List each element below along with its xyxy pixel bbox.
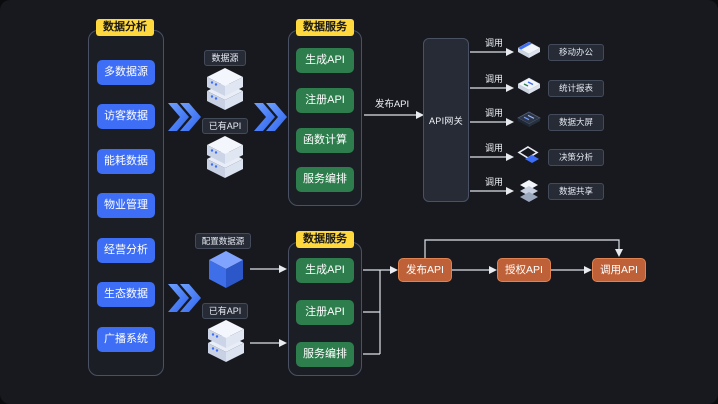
invoke-label: 调用: [484, 108, 503, 118]
target-chip: 数据大屏: [548, 114, 604, 131]
mobile-office-icon: [517, 41, 541, 58]
invoke-label: 调用: [484, 143, 503, 153]
datasource-chip: 数据源: [204, 50, 246, 66]
analysis-item-node: 生态数据: [97, 282, 155, 307]
server-icon: [208, 320, 244, 362]
api-gateway-node: API网关: [423, 38, 469, 202]
connector-lines: [250, 51, 620, 355]
existing-api-chip: 已有API: [202, 303, 248, 319]
decision-icon: [517, 146, 539, 163]
server-icon: [207, 136, 243, 178]
invoke-label: 调用: [484, 38, 503, 48]
cube-icon: [209, 251, 243, 288]
target-chip: 统计报表: [548, 80, 604, 97]
service-node: 注册API: [296, 88, 354, 113]
double-chevron-arrow-icon: [254, 103, 287, 131]
analysis-title-tag: 数据分析: [96, 19, 154, 36]
dashboard-icon: [517, 111, 541, 127]
double-chevron-arrow-icon: [168, 284, 201, 312]
authorize-api-node: 授权API: [497, 258, 551, 282]
invoke-api-node: 调用API: [592, 258, 646, 282]
analysis-item-node: 物业管理: [97, 193, 155, 218]
service-node: 函数计算: [296, 128, 354, 153]
service-node: 生成API: [296, 48, 354, 73]
target-chip: 移动办公: [548, 44, 604, 61]
share-icon: [520, 180, 538, 202]
arrowhead-icons: [279, 48, 623, 347]
analysis-item-node: 经营分析: [97, 238, 155, 263]
publish-api-node: 发布API: [398, 258, 452, 282]
analysis-item-node: 访客数据: [97, 104, 155, 129]
publish-api-label: 发布API: [374, 99, 410, 110]
invoke-label: 调用: [484, 177, 503, 187]
server-icon: [207, 68, 243, 110]
target-chip: 决策分析: [548, 149, 604, 166]
services-top-title-tag: 数据服务: [296, 19, 354, 36]
invoke-label: 调用: [484, 74, 503, 84]
service-node: 服务编排: [296, 342, 354, 367]
existing-api-chip: 已有API: [202, 118, 248, 134]
analysis-item-node: 多数据源: [97, 60, 155, 85]
analysis-item-node: 广播系统: [97, 327, 155, 352]
service-node: 服务编排: [296, 167, 354, 192]
service-node: 注册API: [296, 300, 354, 325]
services-bottom-title-tag: 数据服务: [296, 231, 354, 248]
report-icon: [517, 77, 541, 94]
double-chevron-arrow-icon: [168, 103, 201, 131]
service-node: 生成API: [296, 258, 354, 283]
target-chip: 数据共享: [548, 183, 604, 200]
configure-datasource-chip: 配置数据源: [195, 233, 251, 249]
analysis-item-node: 能耗数据: [97, 149, 155, 174]
